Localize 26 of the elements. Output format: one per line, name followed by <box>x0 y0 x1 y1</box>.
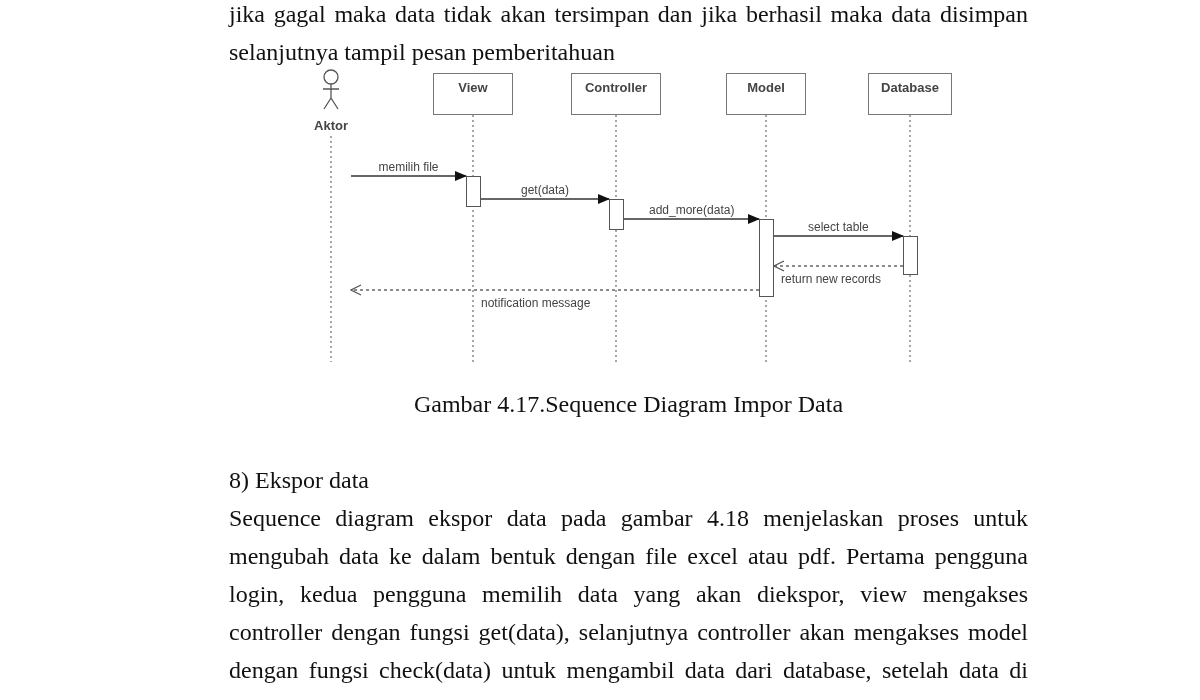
paragraph: jika gagal maka data tidak akan tersimpan dan jika berhasil maka data disimpan selanjutnya tampil pesan pemberitahuan <box>229 0 1028 67</box>
message-label: add_more(data) <box>648 203 736 217</box>
message-label: return new records <box>780 272 883 286</box>
object-box: Model <box>726 73 806 115</box>
actor-label: Aktor <box>313 118 349 133</box>
message-label: get(data) <box>520 183 571 197</box>
message-arrow <box>773 231 904 241</box>
paragraph: Sequence diagram ekspor data pada gambar 4.18 menjelaskan proses untuk mengubah data ke dalam bentuk dengan file excel atau pdf. Pertama pengguna login, kedua pengguna memilih data yang akan diekspor, view mengakses controller dengan fungsi get(data), selanjutnya controller akan mengakses model dengan fungsi check(data) untuk mengambil data dari database, setelah data di <box>229 504 1028 685</box>
message-arrow <box>480 194 610 204</box>
object-box: Database <box>868 73 952 115</box>
activation-bar <box>609 199 624 230</box>
object-box: View <box>433 73 513 115</box>
activation-bar <box>466 176 481 207</box>
object-box: Controller <box>571 73 661 115</box>
return-message-arrow <box>773 260 904 272</box>
section-heading: 8) Ekspor data <box>229 466 370 495</box>
activation-bar <box>903 236 918 275</box>
figure-caption: Gambar 4.17.Sequence Diagram Impor Data <box>412 390 845 418</box>
message-label: select table <box>807 220 870 234</box>
message-arrow <box>623 214 760 224</box>
return-message-arrow <box>350 284 760 296</box>
message-label: memilih file <box>377 160 440 174</box>
activation-bar <box>759 219 774 297</box>
message-arrow <box>350 171 467 181</box>
message-label: notification message <box>480 296 592 310</box>
actor-lifeline <box>311 68 351 362</box>
